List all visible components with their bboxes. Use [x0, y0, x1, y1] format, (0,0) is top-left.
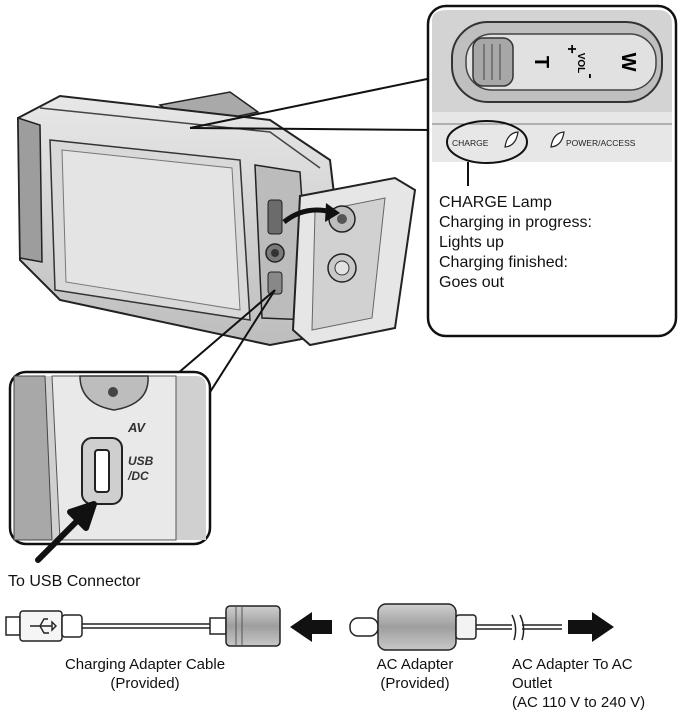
- cable-provided-label: (Provided): [110, 675, 180, 692]
- usb-label: USB: [128, 454, 154, 468]
- av-label: AV: [127, 420, 146, 435]
- charge-lamp-icon: [504, 131, 519, 148]
- charge-lamp-title: CHARGE Lamp: [439, 194, 552, 211]
- charge-small-label: CHARGE: [452, 138, 489, 148]
- lights-up-label: Lights up: [439, 234, 504, 251]
- usb-port: [94, 449, 110, 493]
- charging-in-progress-label: Charging in progress:: [439, 214, 592, 231]
- to-usb-connector-label: To USB Connector: [8, 573, 141, 590]
- cable-name-label: Charging Adapter Cable: [64, 656, 226, 673]
- usb-connector-callout: AV USB /DC: [8, 370, 212, 546]
- outlet-voltage-label: (AC 110 V to 240 V): [512, 694, 646, 711]
- power-lamp-icon: [550, 131, 565, 148]
- volume-label: VOL: [575, 53, 586, 74]
- outlet-label-line1: AC Adapter To AC: [512, 656, 633, 673]
- outlet-label-line2: Outlet: [512, 675, 553, 692]
- volume-minus-label: -: [582, 73, 599, 78]
- arrow-left: [290, 612, 332, 642]
- zoom-wide-label: W: [617, 53, 639, 72]
- leader-line: [189, 127, 433, 131]
- volume-plus-label: +: [563, 44, 580, 53]
- ac-adapter-provided-label: (Provided): [380, 675, 450, 692]
- charging-finished-label: Charging finished:: [439, 254, 568, 271]
- ac-adapter: [349, 603, 562, 651]
- usb-symbol-icon: [30, 618, 57, 634]
- leader-line: [204, 289, 276, 401]
- leader-line: [169, 289, 276, 381]
- goes-out-label: Goes out: [439, 274, 504, 291]
- dc-label: /DC: [127, 469, 149, 483]
- leader-line: [189, 77, 433, 129]
- power-access-small-label: POWER/ACCESS: [566, 138, 636, 148]
- arrow-right: [568, 612, 614, 642]
- zoom-tele-label: T: [530, 56, 552, 68]
- insert-arrow: [35, 501, 97, 563]
- camcorder-illustration: [16, 91, 417, 347]
- charge-lamp-highlight: [446, 120, 528, 164]
- charge-lamp-callout: T + VOL - W CHARGE POWER/ACCESS: [426, 4, 678, 338]
- ac-adapter-name-label: AC Adapter: [376, 656, 454, 673]
- charging-adapter-cable: [5, 605, 281, 647]
